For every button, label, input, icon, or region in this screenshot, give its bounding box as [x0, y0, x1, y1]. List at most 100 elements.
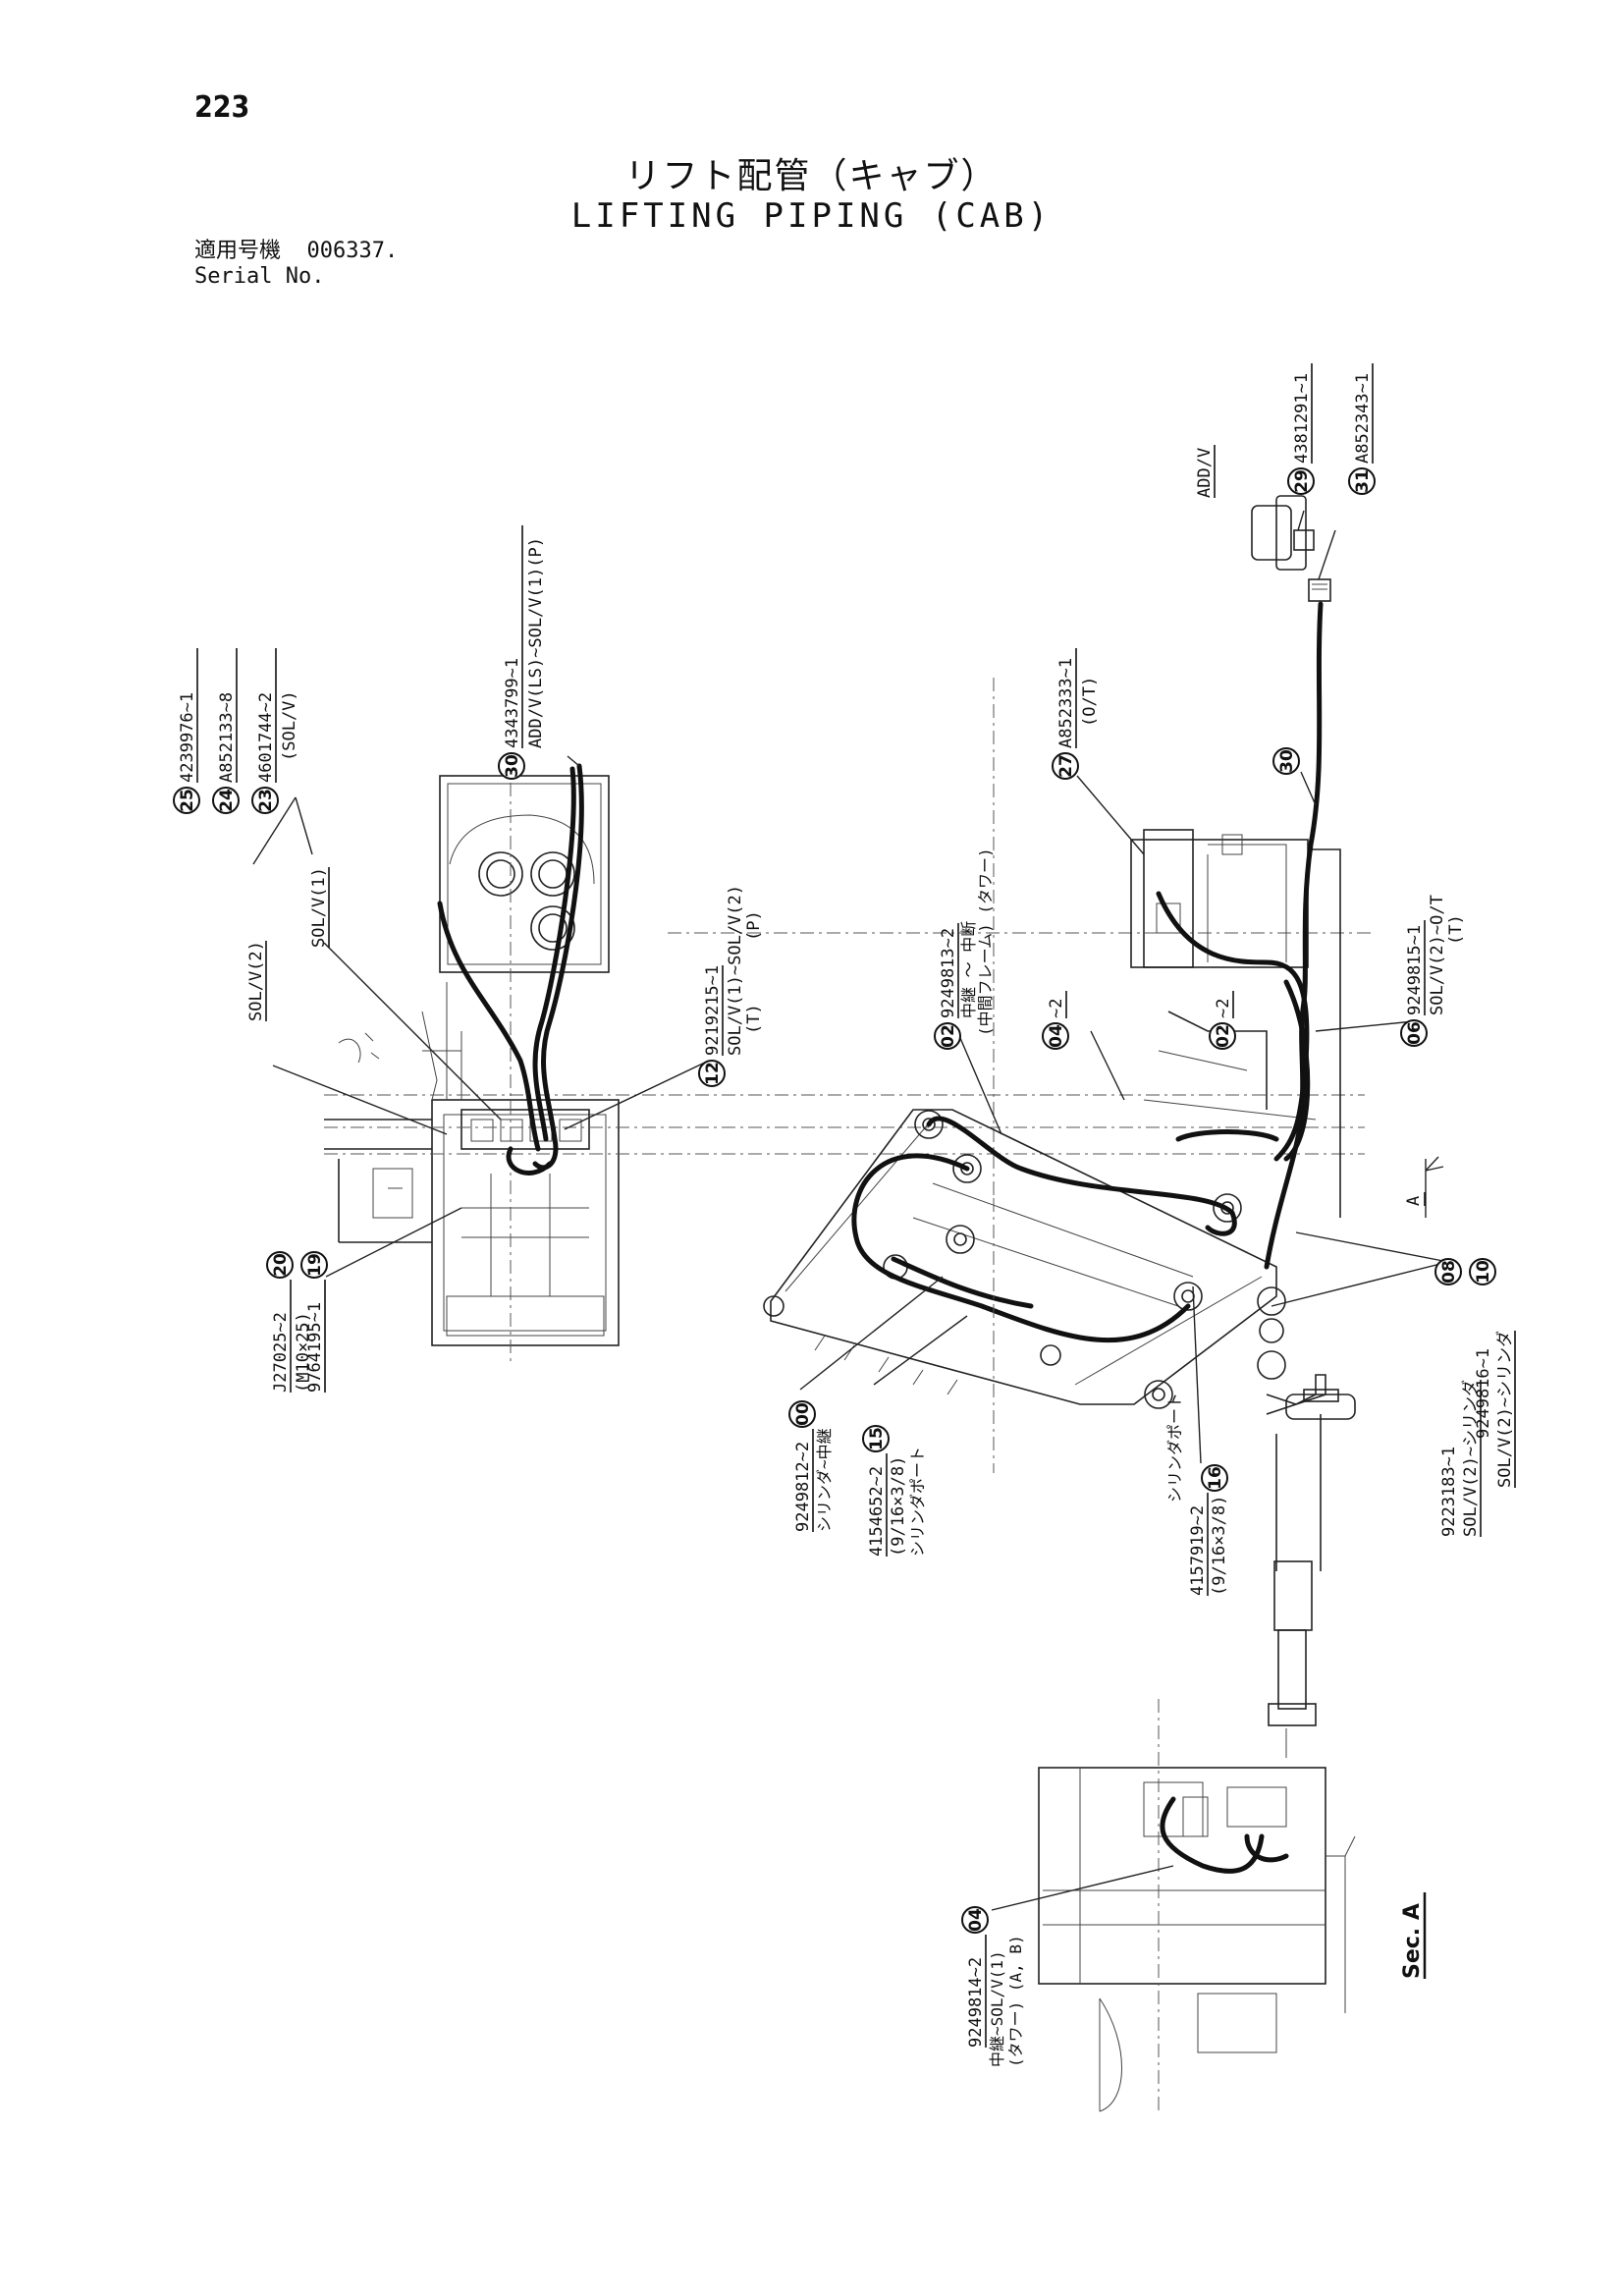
callout-04-lower: 04 9249814~2 中継~SOL/V(1) (タワー) (A, B): [961, 1906, 1025, 2067]
label-solv2-text: SOL/V(2): [246, 941, 266, 1021]
boom-outline: [770, 1109, 1277, 1405]
callout-30-right-number: 30: [1277, 749, 1297, 773]
valve-housing: [439, 775, 610, 973]
cab-frame: [431, 1099, 620, 1346]
callout-23: 23 4601744~2 (SOL/V): [251, 648, 299, 814]
title-japanese: リフト配管（キャブ）: [624, 156, 999, 196]
callout-12-note3: (T): [744, 1004, 764, 1034]
callout-30-left: 30 4343799~1 ADD/V(LS)~SOL/V(1)(P): [498, 525, 546, 780]
callout-10-number: 10: [1474, 1260, 1493, 1284]
callout-08-note: SOL/V(2)~シリンダ: [1461, 1380, 1481, 1537]
serial-block: 適用号機 006337. Serial No.: [194, 239, 398, 290]
callout-27-part: A852333~1: [1056, 658, 1076, 748]
callout-08-number: 08: [1439, 1260, 1459, 1284]
callout-04-upper: 04 ~2: [1042, 991, 1069, 1050]
pivot-pin: [914, 1110, 944, 1139]
view-marker-a-text: A: [1404, 1196, 1424, 1206]
callout-10: 10 9249816~1 SOL/V(2)~シリンダ: [1469, 1258, 1516, 1488]
callout-04-lower-note2: (タワー) (A, B): [1006, 1935, 1025, 2067]
port-circle: [478, 851, 523, 897]
callout-12: 12 9219215~1 SOL/V(1)~SOL/V(2) (P) (T): [698, 885, 764, 1087]
leader-lines: [252, 510, 1479, 1911]
callout-31-part: A852343~1: [1353, 373, 1373, 464]
callout-30-right: 30: [1272, 747, 1300, 775]
callout-10-part: 9249816~1: [1474, 1348, 1493, 1439]
callout-04-lower-part: 9249814~2: [966, 1957, 986, 2048]
callout-25-number: 25: [178, 789, 197, 812]
callout-06-part: 9249815~1: [1405, 925, 1425, 1015]
callout-02-left-number: 02: [939, 1024, 958, 1048]
fitting: [1308, 578, 1331, 602]
callout-08: 08 9223183~1 SOL/V(2)~シリンダ: [1434, 1258, 1482, 1537]
callout-06: 06 9249815~1 SOL/V(2)~O/T (T): [1400, 895, 1466, 1047]
callout-16-note2: シリンダポート: [1165, 1393, 1184, 1503]
port-circle: [530, 851, 575, 897]
callout-15-note2: シリンダポート: [908, 1447, 927, 1557]
callout-02-left: 02 9249813~2 中継 ～ 中断 (中間フレーム) (タワー): [934, 847, 995, 1050]
callout-31: 31 A852343~1: [1348, 363, 1376, 495]
callout-29: 29 4381291~1: [1287, 363, 1315, 495]
callout-16-number: 16: [1206, 1466, 1225, 1490]
serial-label-en: Serial No.: [194, 264, 325, 289]
pivot-pin: [1213, 1193, 1242, 1223]
pivot-pin: [763, 1295, 784, 1317]
callout-30-left-part: 4343799~1: [503, 658, 522, 748]
callout-12-number: 12: [703, 1062, 723, 1085]
callout-06-number: 06: [1405, 1021, 1425, 1045]
callout-25-part: 4239976~1: [178, 692, 197, 783]
callout-04-upper-part: ~2: [1047, 999, 1066, 1018]
pivot-pin: [1040, 1344, 1061, 1366]
callout-15-number: 15: [867, 1427, 887, 1450]
callout-04-upper-number: 04: [1047, 1024, 1066, 1048]
pivot-pin: [1173, 1282, 1203, 1311]
view-marker-a: A: [1404, 1192, 1426, 1206]
pivot-pin: [1257, 1286, 1286, 1316]
pivot-pin: [946, 1225, 975, 1254]
callout-00: 00 9249812~2 シリンダ~中継: [788, 1400, 834, 1532]
callout-20-note: (M10×25): [294, 1312, 313, 1393]
callout-02-left-note1: 中継 ～ 中断: [959, 921, 978, 1018]
callout-24-part: A852133~8: [217, 692, 237, 783]
section-a-title: Sec. A: [1400, 1892, 1427, 1979]
callout-27-number: 27: [1056, 754, 1076, 778]
callout-20-number: 20: [271, 1253, 291, 1277]
callout-29-part: 4381291~1: [1292, 373, 1312, 464]
callout-08-part: 9223183~1: [1439, 1447, 1459, 1537]
callout-16-part: 4157919~2: [1188, 1505, 1208, 1596]
left-assembly: [324, 678, 1375, 1365]
section-a-view: [993, 1198, 1356, 2112]
pivot-pin: [952, 1154, 982, 1183]
callout-25: 25 4239976~1: [173, 648, 200, 814]
label-solv1: SOL/V(1): [309, 867, 330, 948]
callout-04-lower-note1: 中継~SOL/V(1): [988, 1950, 1006, 2067]
callout-19: 19 9764195~1: [300, 1251, 328, 1393]
callout-27-note: (O/T): [1080, 677, 1100, 727]
callout-02-right: 02 ~2: [1209, 991, 1236, 1050]
callout-30-left-number: 30: [503, 754, 522, 778]
callout-12-note2: (P): [744, 910, 764, 941]
callout-19-part: 9764195~1: [305, 1302, 325, 1393]
callout-02-right-part: ~2: [1214, 999, 1233, 1018]
page-number: 223: [194, 90, 250, 125]
callout-15: 15 4154652~2 (9/16×3/8) シリンダポート: [862, 1425, 927, 1557]
callout-24: 24 A852133~8: [212, 648, 240, 814]
port-circle: [530, 905, 575, 951]
cylinder-rod: [1273, 1560, 1313, 1631]
callout-00-number: 00: [793, 1402, 813, 1426]
callout-16-note1: (9/16×3/8): [1210, 1496, 1229, 1596]
callout-29-number: 29: [1292, 469, 1312, 493]
callout-15-note1: (9/16×3/8): [889, 1456, 908, 1557]
callout-24-number: 24: [217, 789, 237, 812]
pivot-pin: [1144, 1380, 1173, 1409]
callout-23-note: (SOL/V): [280, 690, 299, 761]
callout-02-right-number: 02: [1214, 1024, 1233, 1048]
add-valve: [1251, 505, 1292, 561]
callout-27: 27 A852333~1 (O/T): [1052, 648, 1100, 780]
callout-15-part: 4154652~2: [867, 1466, 887, 1557]
serial-label-jp: 適用号機: [194, 239, 282, 263]
callout-16: 16 4157919~2 (9/16×3/8) シリンダポート: [1165, 1393, 1229, 1596]
callout-02-left-note2: (中間フレーム) (タワー): [976, 847, 995, 1036]
label-solv1-text: SOL/V(1): [309, 867, 329, 948]
callout-19-number: 19: [305, 1253, 325, 1277]
